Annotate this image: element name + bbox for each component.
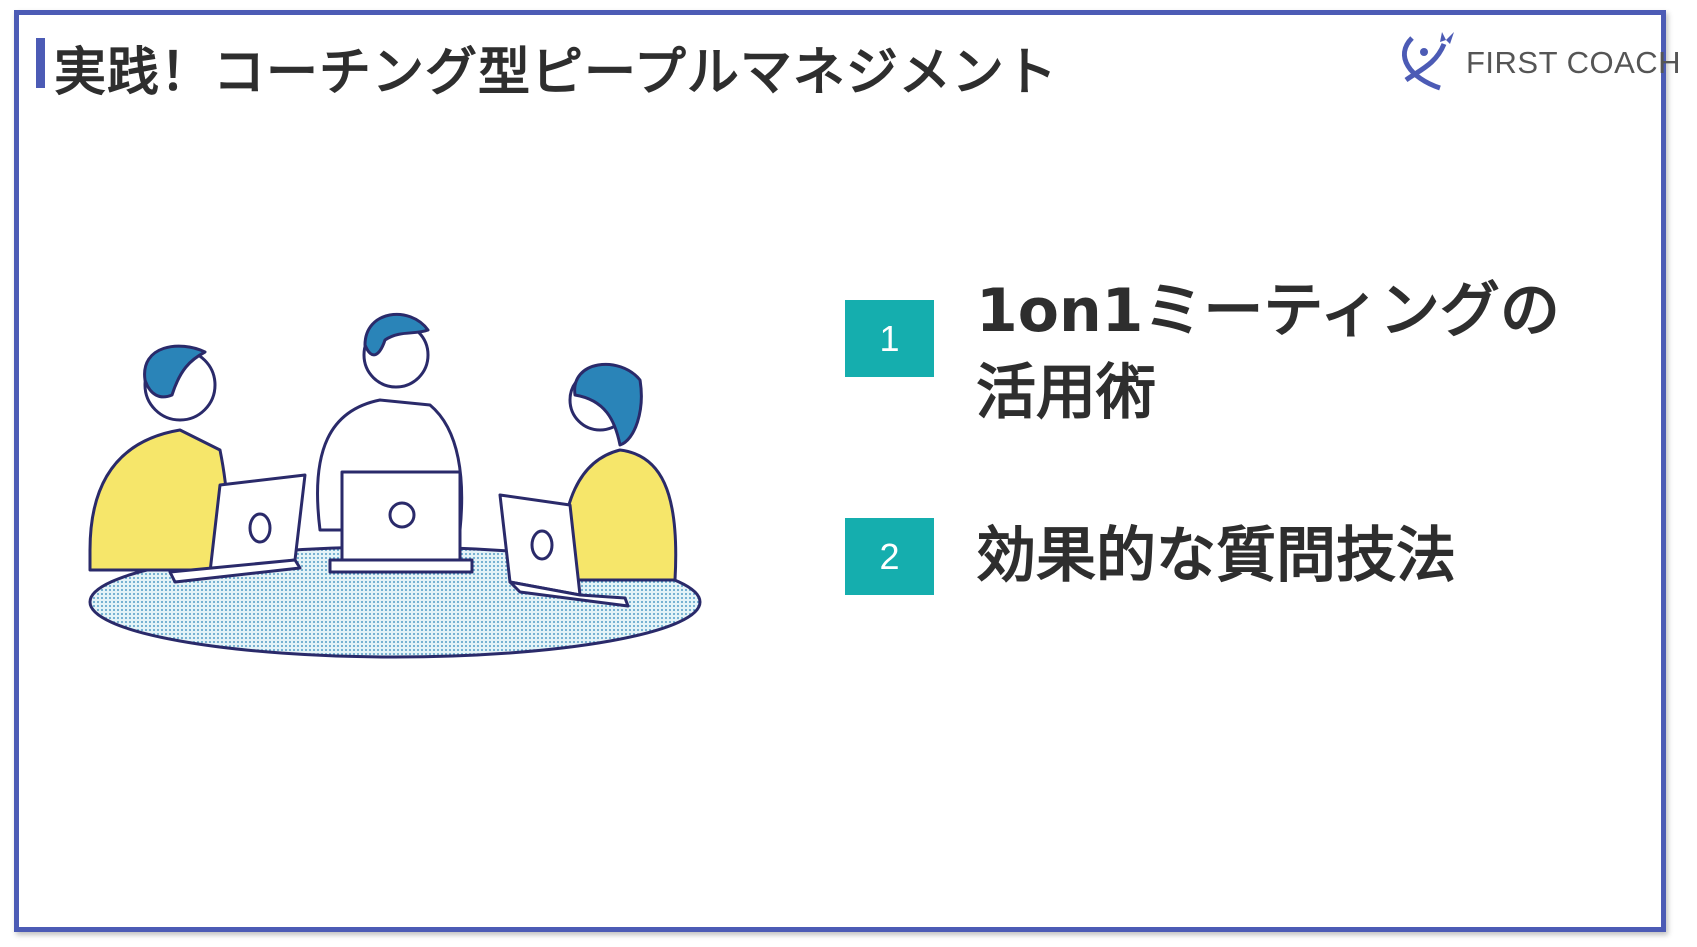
slide-frame: [14, 10, 1666, 932]
logo: FIRST COACH: [1400, 30, 1681, 96]
title-accent-bar: [36, 38, 45, 88]
number-badge: 2: [845, 518, 934, 595]
slide-title: 実践！コーチング型ピープルマネジメント: [54, 43, 1058, 103]
agenda-item-2: 2 効果的な質問技法: [845, 518, 1456, 595]
agenda-item-title: 1on1ミーティングの 活用術: [976, 270, 1560, 434]
agenda-item-1: 1 1on1ミーティングの 活用術: [845, 270, 1560, 434]
agenda-item-line: 活用術: [976, 358, 1156, 428]
number-badge: 1: [845, 300, 934, 377]
agenda-item-title: 効果的な質問技法: [976, 521, 1456, 591]
meeting-illustration: [88, 313, 702, 659]
leaping-figure-logo-icon: [1401, 32, 1454, 91]
logo-text: FIRST COACH: [1466, 45, 1682, 80]
agenda-item-line: 1on1ミーティングの: [976, 276, 1560, 346]
